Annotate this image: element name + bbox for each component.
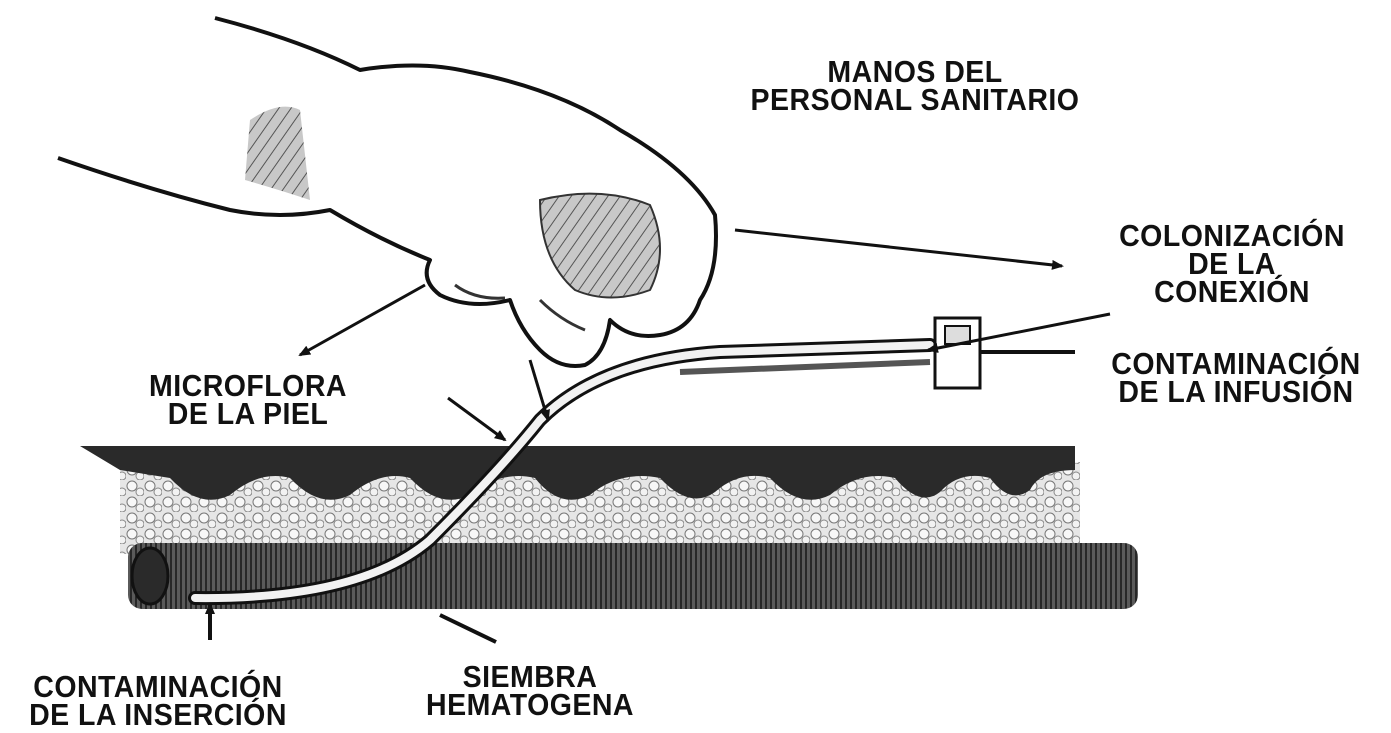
label-infusion-contamination: CONTAMINACIÓN DE LA INFUSIÓN — [1111, 350, 1361, 406]
label-insertion-line2: DE LA INSERCIÓN — [20, 701, 296, 729]
catheter-shadow — [680, 362, 930, 372]
label-hands-line2: PERSONAL SANITARIO — [745, 86, 1085, 114]
label-connection-line2: DE LA CONEXIÓN — [1107, 250, 1357, 306]
vessel-lumen-end — [132, 548, 168, 604]
label-infusion-line2: DE LA INFUSIÓN — [1111, 378, 1361, 406]
arrow-skin-entry-2 — [530, 360, 548, 420]
label-insertion-contamination: CONTAMINACIÓN DE LA INSERCIÓN — [20, 673, 296, 729]
label-connection-colonization: COLONIZACIÓN DE LA CONEXIÓN — [1107, 222, 1357, 306]
label-hematogenous-seeding: SIEMBRA HEMATOGENA — [410, 663, 649, 719]
hand-illustration — [58, 18, 716, 366]
arrow-hematogenous — [440, 615, 496, 642]
arrow-skin-entry-1 — [448, 398, 505, 440]
arrow-to-skin-microflora — [300, 285, 425, 355]
hand-outline — [58, 18, 716, 366]
epidermis — [80, 446, 1075, 500]
label-skin-microflora: MICROFLORA DE LA PIEL — [138, 372, 359, 428]
arrow-to-connection — [735, 230, 1062, 266]
label-hands-health-personnel: MANOS DEL PERSONAL SANITARIO — [745, 58, 1085, 114]
label-hematogenous-line2: HEMATOGENA — [410, 691, 649, 719]
label-skin-line2: DE LA PIEL — [138, 400, 359, 428]
tissue-layers — [80, 446, 1138, 609]
